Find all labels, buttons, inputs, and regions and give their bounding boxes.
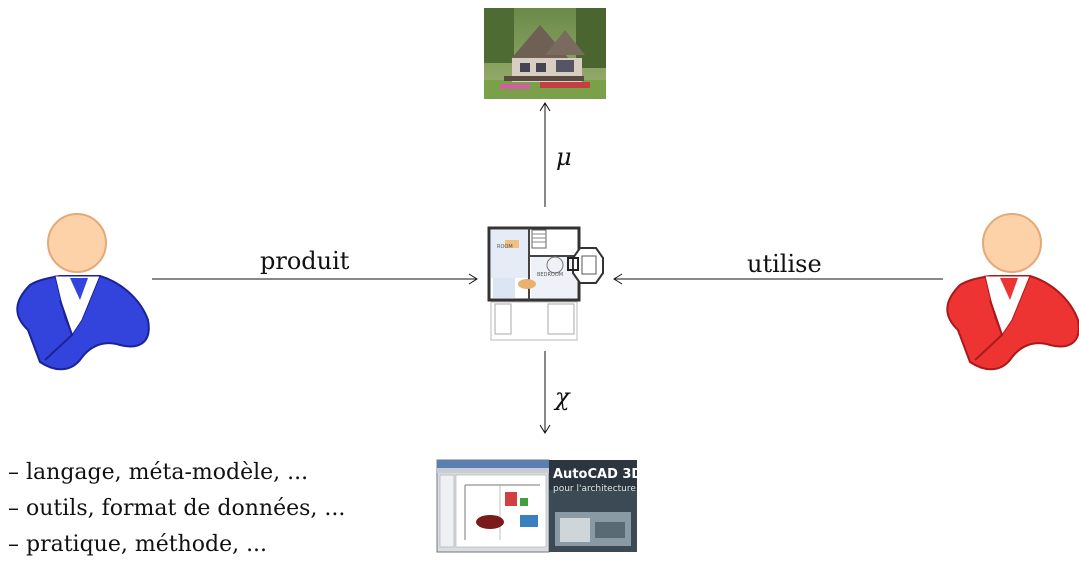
edge-label-chi: χ	[555, 383, 570, 411]
arrow-mu	[539, 102, 551, 207]
edge-label-produces: produit	[260, 247, 350, 275]
software-title: AutoCAD 3D	[553, 467, 642, 482]
producer-person-icon	[16, 213, 150, 371]
svg-text:ROOM: ROOM	[497, 244, 513, 250]
aspect-item-tools: – outils, format de données, ...	[8, 496, 346, 521]
aspect-item-practice: – pratique, méthode, ...	[8, 532, 268, 557]
svg-text:BEDROOM: BEDROOM	[537, 272, 563, 278]
software-subtitle: pour l'architecture	[553, 484, 636, 494]
floor-plan: ROOM BEDROOM	[486, 220, 604, 341]
house-photo	[484, 8, 606, 99]
edge-label-uses: utilise	[747, 250, 822, 278]
aspect-item-language: – langage, méta-modèle, ...	[8, 460, 309, 485]
arrow-produces	[152, 273, 478, 285]
edge-label-mu: μ	[556, 143, 572, 171]
cad-software-screenshot: AutoCAD 3D pour l'architecture	[436, 459, 642, 553]
arrow-uses	[613, 273, 943, 285]
user-person-icon	[946, 213, 1079, 371]
aspect-list: – langage, méta-modèle, ... – outils, fo…	[8, 455, 345, 563]
arrow-chi	[539, 351, 551, 434]
